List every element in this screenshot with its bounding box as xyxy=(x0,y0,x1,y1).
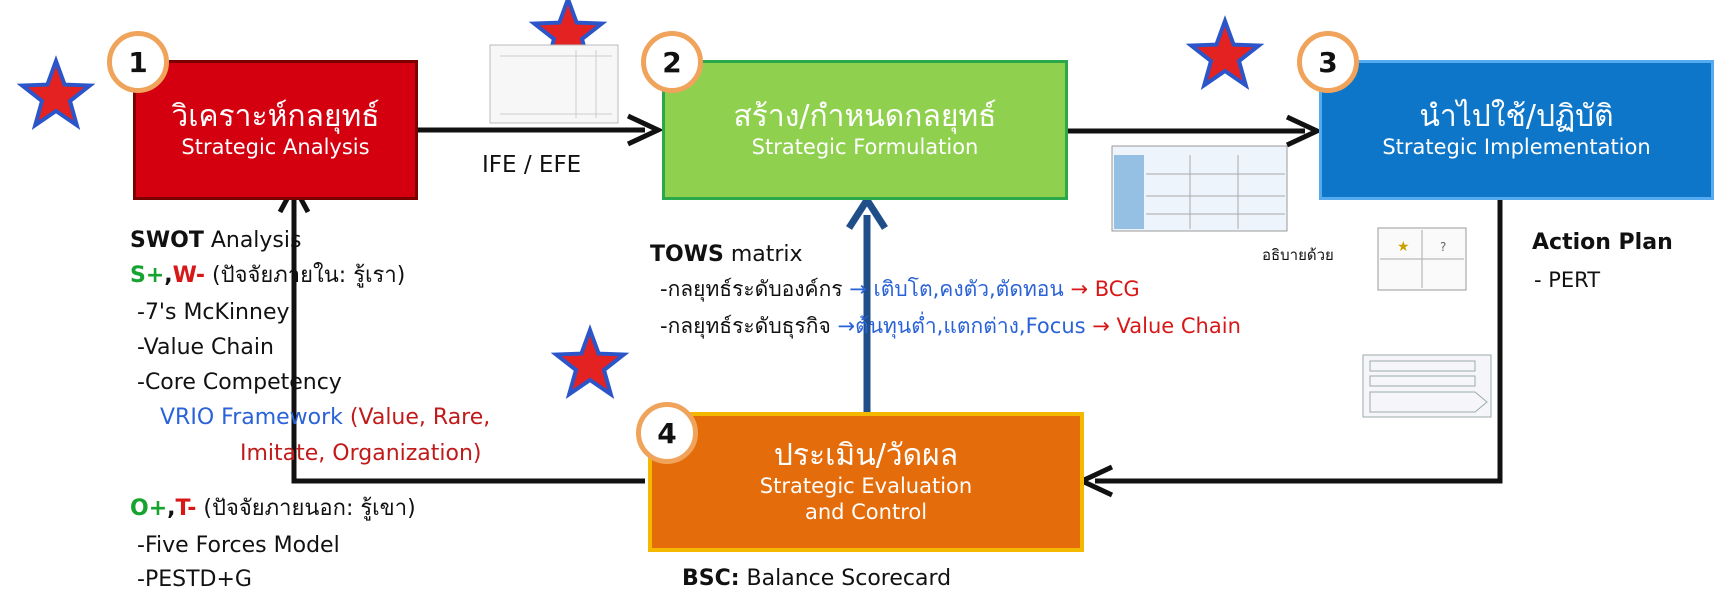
value-chain-thumbnail xyxy=(1362,354,1492,418)
opportunity-label: O+ xyxy=(130,496,168,521)
tows-rest: matrix xyxy=(723,242,803,267)
external-item: -PESTD+G xyxy=(137,567,252,592)
step3-title-th: นำไปใช้/ปฏิบัติ xyxy=(1419,98,1614,134)
business-tool: Value Chain xyxy=(1116,314,1241,338)
strategic-evaluation-box: ประเมิน/วัดผล Strategic Evaluation and C… xyxy=(648,412,1084,552)
internal-item: -Core Competency xyxy=(137,370,342,395)
arrow-analysis-to-formulation xyxy=(418,113,664,147)
step1-title-th: วิเคราะห์กลยุทธ์ xyxy=(171,98,380,134)
swot-rest: Analysis xyxy=(203,228,302,253)
weakness-label: W- xyxy=(172,263,206,288)
bsc-line: BSC: Balance Scorecard xyxy=(682,568,951,590)
internal-note: (ปัจจัยภายใน: รู้เรา) xyxy=(205,263,406,288)
strategic-analysis-box: วิเคราะห์กลยุทธ์ Strategic Analysis xyxy=(133,60,418,200)
star-icon xyxy=(1185,15,1265,90)
step-number-3: 3 xyxy=(1297,31,1359,93)
step2-title-en: Strategic Formulation xyxy=(751,135,979,160)
tows-heading: TOWS matrix xyxy=(650,244,803,266)
corporate-arrow2: → xyxy=(1063,277,1095,301)
step2-title-th: สร้าง/กำหนดกลยุทธ์ xyxy=(733,98,997,134)
pert-item: - PERT xyxy=(1534,268,1601,292)
arrow-formulation-to-implementation xyxy=(1068,114,1323,148)
star-icon xyxy=(550,324,630,399)
step3-title-en: Strategic Implementation xyxy=(1382,135,1651,160)
step4-title-en-line1: Strategic Evaluation xyxy=(759,474,973,498)
step-number-1: 1 xyxy=(107,31,169,93)
business-options: ต้นทุนต่ำ,แตกต่าง,Focus xyxy=(855,314,1086,338)
step-number-4: 4 xyxy=(636,402,698,464)
tows-bold: TOWS xyxy=(650,242,724,267)
svg-text:?: ? xyxy=(1440,240,1446,254)
business-arrow2: → xyxy=(1085,314,1117,338)
bcg-matrix-thumbnail: ★ ? xyxy=(1377,227,1467,291)
step4-title-en-line2: and Control xyxy=(804,500,928,525)
external-factors-line: O+,T- (ปัจจัยภายนอก: รู้เขา) xyxy=(130,498,416,520)
explain-label: อธิบายด้วย xyxy=(1262,246,1334,264)
corporate-label: -กลยุทธ์ระดับองค์กร xyxy=(660,277,850,301)
business-arrow: → xyxy=(837,314,856,338)
strategic-implementation-box: นำไปใช้/ปฏิบัติ Strategic Implementation xyxy=(1319,60,1714,200)
corporate-tool: BCG xyxy=(1094,277,1140,301)
external-note: (ปัจจัยภายนอก: รู้เขา) xyxy=(196,496,416,521)
business-label: -กลยุทธ์ระดับธุรกิจ xyxy=(660,314,838,338)
swot-heading: SWOT Analysis xyxy=(130,230,301,252)
internal-comma: , xyxy=(164,263,173,288)
internal-factors-line: S+,W- (ปัจจัยภายใน: รู้เรา) xyxy=(130,265,405,287)
corporate-options: เติบโต,คงตัว,ตัดทอน xyxy=(873,277,1064,301)
swot-bold: SWOT xyxy=(130,228,204,253)
ife-efe-label: IFE / EFE xyxy=(482,152,582,178)
external-item: -Five Forces Model xyxy=(137,533,340,558)
corporate-strategy-line: -กลยุทธ์ระดับองค์กร → เติบโต,คงตัว,ตัดทอ… xyxy=(660,279,1140,300)
step1-title-en: Strategic Analysis xyxy=(181,135,370,160)
corporate-arrow: → xyxy=(849,277,874,301)
internal-item: -7's McKinney xyxy=(137,300,290,325)
step4-title-th: ประเมิน/วัดผล xyxy=(773,437,959,473)
svg-text:★: ★ xyxy=(1397,239,1410,255)
vrio-label: VRIO Framework xyxy=(160,405,343,430)
star-icon xyxy=(16,55,96,130)
bsc-rest: Balance Scorecard xyxy=(739,566,952,591)
vrio-line: VRIO Framework (Value, Rare, xyxy=(160,407,490,429)
internal-item: -Value Chain xyxy=(137,335,274,360)
strategic-formulation-box: สร้าง/กำหนดกลยุทธ์ Strategic Formulation xyxy=(662,60,1068,200)
threat-label: T- xyxy=(175,496,197,521)
external-comma: , xyxy=(167,496,176,521)
business-strategy-line: -กลยุทธ์ระดับธุรกิจ →ต้นทุนต่ำ,แตกต่าง,F… xyxy=(660,316,1241,337)
strength-label: S+ xyxy=(130,263,165,288)
action-plan-heading: Action Plan xyxy=(1532,230,1673,255)
step-number-2: 2 xyxy=(641,31,703,93)
vrio-paren-2: Imitate, Organization) xyxy=(240,441,482,466)
bsc-bold: BSC: xyxy=(682,566,740,591)
ife-efe-matrix-thumbnail xyxy=(489,44,619,124)
tows-matrix-thumbnail xyxy=(1111,145,1288,232)
vrio-paren-1: (Value, Rare, xyxy=(342,405,491,430)
arrow-evaluation-to-formulation xyxy=(846,193,888,412)
